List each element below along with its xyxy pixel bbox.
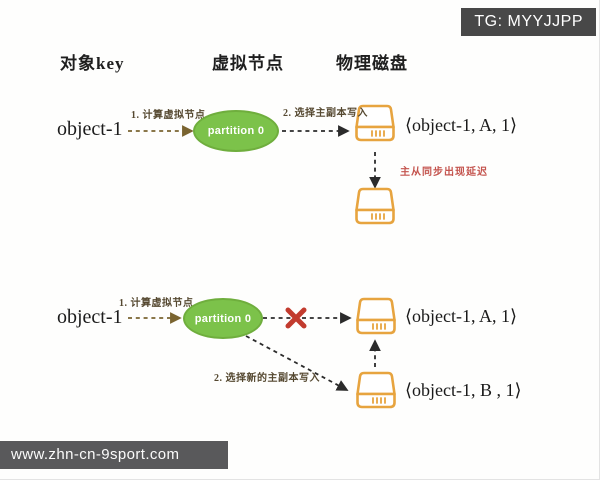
object-key-label-bottom: object-1: [57, 306, 123, 328]
failure-x-icon: [285, 307, 307, 329]
step2-label-top: 2. 选择主副本写入: [283, 108, 368, 119]
step1-label-top: 1. 计算虚拟节点: [131, 110, 206, 121]
partition-label-top: partition 0: [207, 125, 265, 137]
object-key-label-top: object-1: [57, 118, 123, 140]
step1-label-bottom: 1. 计算虚拟节点: [119, 298, 194, 309]
result-label-old-primary: ⟨object-1, A, 1⟩: [405, 306, 518, 326]
sync-delay-note: 主从同步出现延迟: [400, 167, 488, 178]
disk-icon-old-primary: [356, 297, 396, 335]
step2-label-bottom: 2. 选择新的主副本写入: [214, 373, 320, 384]
partition-node-top: partition 0: [193, 110, 279, 152]
watermark-badge: TG: MYYJJPP: [461, 8, 596, 36]
disk-icon-secondary-top: [355, 187, 395, 225]
partition-node-bottom: partition 0: [183, 298, 263, 339]
result-label-primary-top: ⟨object-1, A, 1⟩: [405, 115, 518, 135]
disk-icon-new-primary: [356, 371, 396, 409]
column-header-object-key: 对象key: [60, 54, 125, 73]
column-header-virtual-node: 虚拟节点: [212, 54, 284, 73]
partition-label-bottom: partition 0: [194, 312, 252, 325]
result-label-new-primary: ⟨object-1, B , 1⟩: [405, 380, 522, 400]
watermark-url-bar: www.zhn-cn-9sport.com: [0, 441, 228, 469]
column-header-physical-disk: 物理磁盘: [336, 54, 408, 73]
